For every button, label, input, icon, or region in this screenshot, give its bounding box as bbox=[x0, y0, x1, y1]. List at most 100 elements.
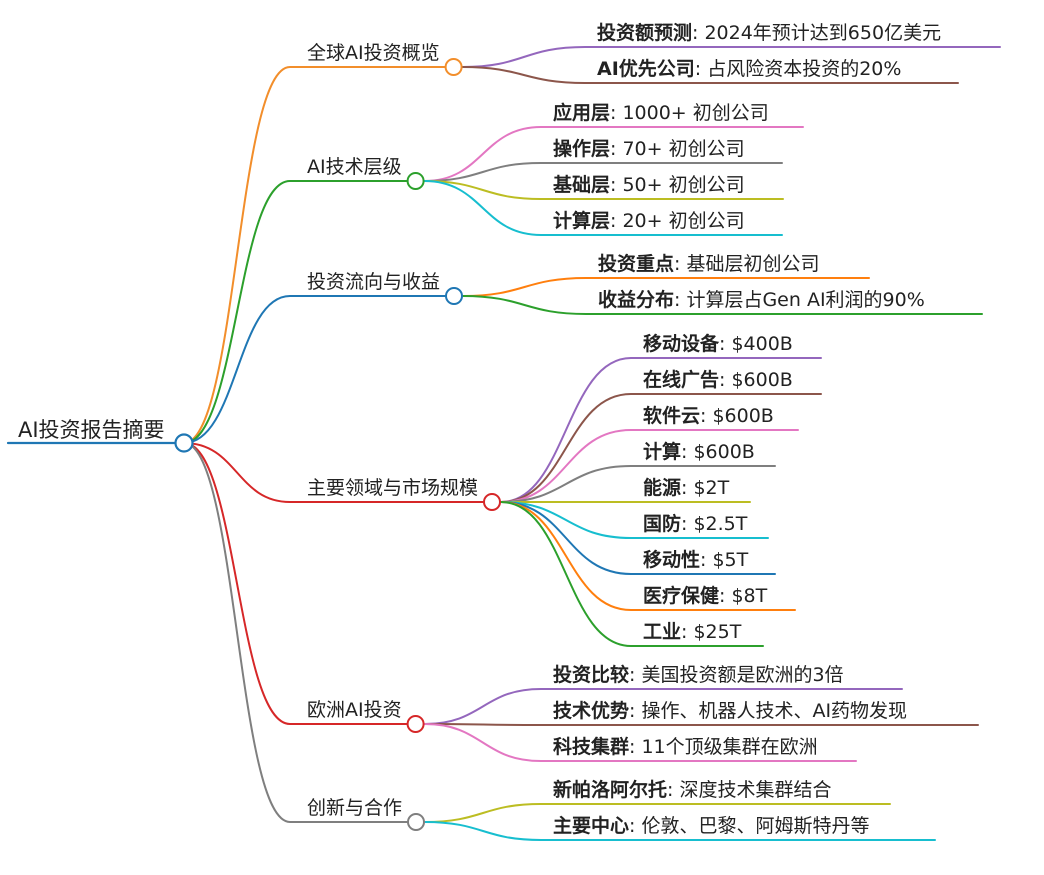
branch-node-circle[interactable] bbox=[444, 58, 463, 76]
leaf-item: 应用层: 1000+ 初创公司 bbox=[553, 101, 769, 124]
leaf-item: 计算: $600B bbox=[643, 440, 755, 463]
leaf-item: 工业: $25T bbox=[643, 621, 742, 643]
leaf-item: 能源: $2T bbox=[643, 476, 730, 499]
leaf-value: : 1000+ 初创公司 bbox=[610, 102, 769, 124]
leaf-connector bbox=[500, 501, 796, 611]
leaf-value: : 伦敦、巴黎、阿姆斯特丹等 bbox=[629, 815, 869, 837]
leaf-key: AI优先公司 bbox=[597, 57, 695, 80]
leaf-key: 应用层 bbox=[553, 101, 610, 124]
node-layer: AI投资报告摘要 全球AI投资概览 投资额预测: 2024年预计达到650亿美元 AI… bbox=[18, 21, 941, 837]
leaf-item: 国防: $2.5T bbox=[643, 512, 748, 535]
leaf-key: 操作层 bbox=[553, 137, 610, 160]
leaf-key: 计算 bbox=[643, 440, 681, 463]
leaf-value: : $600B bbox=[681, 441, 755, 463]
leaf-key: 主要中心 bbox=[553, 814, 629, 837]
branch-connector bbox=[183, 295, 446, 444]
leaf-value: : $600B bbox=[700, 405, 774, 427]
branch-label: 全球AI投资概览 bbox=[307, 42, 440, 64]
leaf-value: : $400B bbox=[719, 333, 793, 355]
leaf-item: 技术优势: 操作、机器人技术、AI药物发现 bbox=[553, 699, 907, 722]
branch-connector bbox=[183, 442, 408, 725]
leaf-value: : 占风险资本投资的20% bbox=[695, 58, 902, 80]
branch-connector bbox=[183, 66, 446, 444]
leaf-connector bbox=[461, 46, 1001, 68]
leaf-value: : 11个顶级集群在欧洲 bbox=[629, 736, 818, 758]
branch-node-circle[interactable] bbox=[406, 715, 425, 733]
leaf-connector bbox=[462, 295, 983, 315]
leaf-connector bbox=[424, 821, 936, 841]
leaf-connector bbox=[500, 429, 799, 503]
leaf-item: 移动设备: $400B bbox=[643, 332, 793, 355]
branch-connector bbox=[183, 442, 408, 823]
leaf-item: 新帕洛阿尔托: 深度技术集群结合 bbox=[553, 778, 831, 801]
leaf-key: 投资额预测 bbox=[597, 21, 692, 44]
branch-node-circle[interactable] bbox=[483, 493, 502, 511]
branch-node-circle[interactable] bbox=[406, 172, 425, 190]
leaf-key: 技术优势 bbox=[553, 699, 629, 722]
leaf-item: 移动性: $5T bbox=[643, 548, 749, 571]
leaf-item: AI优先公司: 占风险资本投资的20% bbox=[597, 57, 901, 80]
leaf-value: : $5T bbox=[700, 549, 749, 571]
leaf-key: 收益分布 bbox=[598, 288, 674, 311]
branch-node-circle[interactable] bbox=[407, 813, 426, 831]
leaf-connector bbox=[423, 126, 804, 182]
root-node-circle[interactable] bbox=[174, 433, 194, 453]
branch-label: AI技术层级 bbox=[307, 156, 402, 178]
leaf-value: : 20+ 初创公司 bbox=[610, 210, 745, 232]
branch-label: 创新与合作 bbox=[307, 797, 402, 819]
leaf-connector bbox=[500, 357, 822, 503]
leaf-key: 基础层 bbox=[552, 173, 610, 196]
leaf-connector bbox=[423, 723, 979, 726]
branch-connector bbox=[183, 180, 408, 444]
leaf-item: 投资比较: 美国投资额是欧洲的3倍 bbox=[553, 663, 844, 686]
leaf-key: 软件云 bbox=[643, 404, 700, 427]
leaf-key: 能源 bbox=[643, 476, 681, 499]
leaf-key: 科技集群 bbox=[553, 735, 629, 758]
branch-node-circle[interactable] bbox=[445, 287, 464, 305]
leaf-connector bbox=[500, 501, 776, 575]
leaf-item: 基础层: 50+ 初创公司 bbox=[552, 173, 745, 196]
leaf-connector bbox=[423, 162, 783, 182]
leaf-connector bbox=[424, 803, 891, 823]
leaf-value: : 深度技术集群结合 bbox=[667, 779, 831, 801]
branch-label: 主要领域与市场规模 bbox=[307, 477, 478, 499]
leaf-item: 主要中心: 伦敦、巴黎、阿姆斯特丹等 bbox=[553, 814, 869, 837]
leaf-item: 医疗保健: $8T bbox=[643, 584, 768, 607]
leaf-item: 在线广告: $600B bbox=[643, 368, 793, 391]
leaf-key: 在线广告 bbox=[643, 368, 719, 391]
leaf-value: : 美国投资额是欧洲的3倍 bbox=[629, 664, 844, 686]
leaf-connector bbox=[500, 393, 822, 503]
leaf-item: 科技集群: 11个顶级集群在欧洲 bbox=[553, 735, 818, 758]
leaf-connector bbox=[500, 501, 764, 647]
leaf-item: 操作层: 70+ 初创公司 bbox=[553, 137, 745, 160]
leaf-value: : $2T bbox=[681, 477, 730, 499]
connector-layer bbox=[6, 46, 1001, 841]
branch-connector bbox=[183, 442, 485, 503]
leaf-key: 移动设备 bbox=[643, 332, 720, 355]
leaf-connector bbox=[423, 180, 783, 236]
leaf-connector bbox=[423, 688, 903, 725]
leaf-connector bbox=[500, 465, 776, 503]
branch-label: 欧洲AI投资 bbox=[307, 699, 402, 721]
leaf-key: 医疗保健 bbox=[643, 584, 719, 607]
leaf-key: 计算层 bbox=[553, 209, 610, 232]
leaf-connector bbox=[461, 66, 959, 84]
leaf-item: 计算层: 20+ 初创公司 bbox=[553, 209, 745, 232]
leaf-item: 投资额预测: 2024年预计达到650亿美元 bbox=[597, 21, 941, 44]
leaf-value: : 计算层占Gen AI利润的90% bbox=[674, 289, 925, 311]
leaf-connector bbox=[423, 723, 857, 762]
root-label: AI投资报告摘要 bbox=[18, 418, 165, 442]
leaf-value: : $8T bbox=[719, 585, 768, 607]
leaf-key: 工业 bbox=[643, 621, 681, 643]
leaf-connector bbox=[423, 180, 784, 200]
leaf-value: : 操作、机器人技术、AI药物发现 bbox=[629, 700, 907, 722]
leaf-item: 软件云: $600B bbox=[643, 404, 774, 427]
leaf-value: : 2024年预计达到650亿美元 bbox=[692, 22, 941, 44]
leaf-value: : $2.5T bbox=[681, 513, 748, 535]
